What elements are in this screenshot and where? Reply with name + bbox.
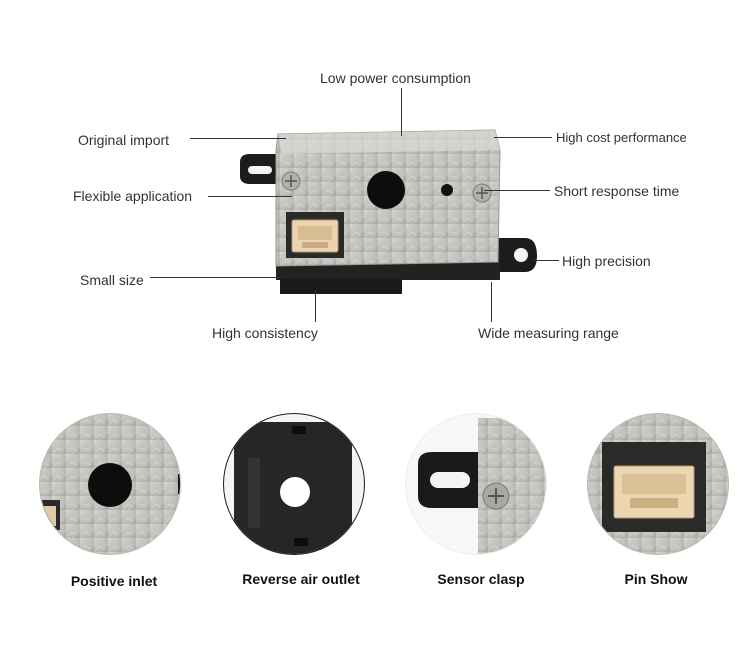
leader-line xyxy=(315,290,316,322)
label-high-cost-performance: High cost performance xyxy=(556,130,687,145)
label-wide-measuring-range: Wide measuring range xyxy=(478,325,619,341)
caption-pin-show: Pin Show xyxy=(624,571,688,587)
label-flexible-application: Flexible application xyxy=(73,188,193,204)
caption-reverse-air-outlet: Reverse air outlet xyxy=(242,571,360,587)
leader-line xyxy=(494,137,552,138)
leader-line xyxy=(401,88,402,136)
label-high-precision: High precision xyxy=(562,253,651,269)
leader-line xyxy=(491,282,492,322)
detail-pin-show xyxy=(587,413,729,555)
label-low-power-consumption: Low power consumption xyxy=(320,70,471,86)
label-short-response-time: Short response time xyxy=(554,183,680,199)
label-small-size: Small size xyxy=(80,272,144,288)
detail-reverse-air-outlet xyxy=(223,413,365,555)
label-original-import: Original import xyxy=(78,132,170,148)
detail-positive-inlet xyxy=(39,413,181,555)
caption-positive-inlet: Positive inlet xyxy=(70,573,158,589)
caption-sensor-clasp: Sensor clasp xyxy=(437,571,525,587)
label-high-consistency: High consistency xyxy=(212,325,318,341)
leader-line xyxy=(484,190,550,191)
air-inlet-hole xyxy=(367,171,405,209)
detail-sensor-clasp xyxy=(405,413,547,555)
leader-line xyxy=(150,277,282,278)
leader-line xyxy=(190,138,286,139)
leader-line xyxy=(533,260,559,261)
leader-line xyxy=(208,196,292,197)
